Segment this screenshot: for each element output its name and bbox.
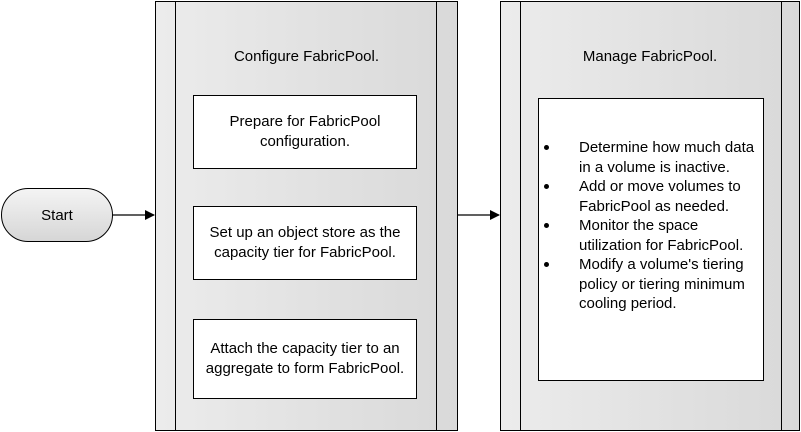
bullet-icon bbox=[544, 262, 549, 267]
bullet-icon bbox=[544, 184, 549, 189]
step-set-up-object-store: Set up an object store as the capacity t… bbox=[193, 206, 417, 280]
list-item: Modify a volume's tiering policy or tier… bbox=[539, 255, 763, 314]
lane-divider bbox=[781, 2, 782, 430]
list-item-text: Determine how much data in a volume is i… bbox=[579, 139, 755, 176]
start-terminator: Start bbox=[1, 188, 113, 242]
start-label: Start bbox=[41, 206, 73, 224]
list-item-text: Add or move volumes to FabricPool as nee… bbox=[579, 178, 741, 215]
list-item-text: Modify a volume's tiering policy or tier… bbox=[579, 256, 745, 312]
manage-lane-title: Manage FabricPool. bbox=[582, 48, 718, 65]
lane-divider bbox=[436, 2, 437, 430]
bullet-icon bbox=[544, 145, 549, 150]
manage-task-list: Determine how much data in a volume is i… bbox=[539, 138, 763, 314]
list-item: Monitor the space utilization for Fabric… bbox=[539, 216, 763, 255]
step-label: Set up an object store as the capacity t… bbox=[209, 224, 401, 261]
lane-divider bbox=[175, 2, 176, 430]
step-prepare-configuration: Prepare for FabricPool configuration. bbox=[193, 95, 417, 169]
manage-tasks-box: Determine how much data in a volume is i… bbox=[538, 98, 764, 381]
bullet-icon bbox=[544, 223, 549, 228]
list-item: Add or move volumes to FabricPool as nee… bbox=[539, 177, 763, 216]
step-attach-capacity-tier: Attach the capacity tier to an aggregate… bbox=[193, 319, 417, 399]
list-item: Determine how much data in a volume is i… bbox=[539, 138, 763, 177]
lane-divider bbox=[520, 2, 521, 430]
step-label: Attach the capacity tier to an aggregate… bbox=[205, 340, 405, 377]
list-item-text: Monitor the space utilization for Fabric… bbox=[579, 217, 744, 254]
step-label: Prepare for FabricPool configuration. bbox=[229, 113, 381, 150]
configure-lane-title: Configure FabricPool. bbox=[233, 48, 380, 65]
